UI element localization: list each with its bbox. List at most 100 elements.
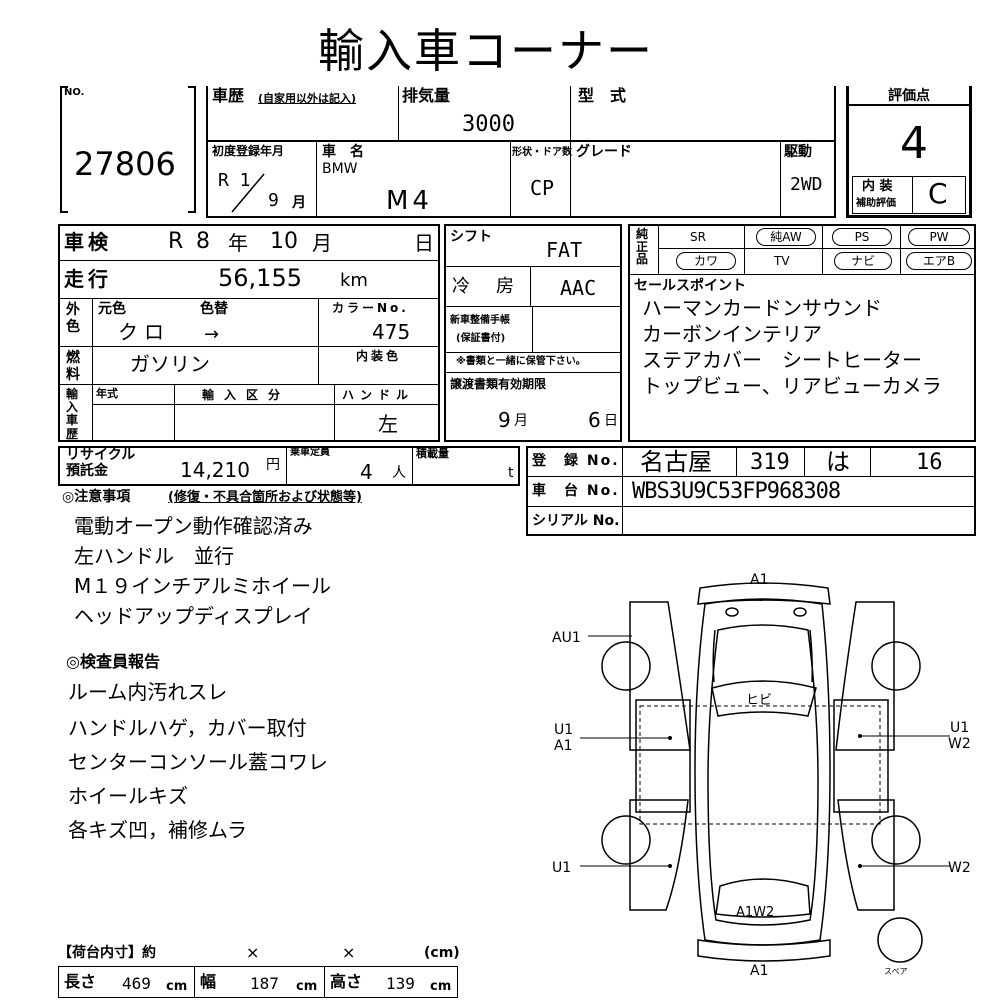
cargo-length-label: 長さ [64, 972, 97, 991]
aircon-label: 冷 房 [452, 276, 518, 297]
shift-label: シフト [450, 229, 492, 245]
transfer-day: 6 [588, 408, 601, 432]
damage-left-front: AU1 [552, 630, 581, 646]
equip-tv: TV [774, 254, 790, 268]
fuel-label: 燃料 [66, 350, 80, 383]
inspector-line: 各キズ凹，補修ムラ [68, 818, 247, 842]
damage-left-mid-2: A1 [554, 738, 572, 754]
transfer-day-unit: 日 [604, 413, 618, 429]
equipment-label: 純正品 [636, 227, 649, 267]
inspection-label: 車検 [64, 230, 112, 254]
inspection-month: 10 [270, 229, 298, 254]
recycle-row [58, 446, 520, 486]
handle-value: 左 [378, 412, 398, 436]
grade-label: グレード [576, 144, 632, 160]
cargo-label: 【荷台内寸】約 [58, 945, 156, 961]
displacement-value: 3000 [462, 112, 515, 137]
damage-right-rear: W2 [948, 860, 971, 876]
equip-alloy-wheel: 純AW [756, 228, 816, 246]
chassis-number: WBS3U9C53FP968308 [632, 479, 841, 504]
body-label: 形状・ドア数 [512, 147, 572, 158]
recycle-unit: 円 [266, 457, 280, 473]
serial-label: シリアル No. [532, 513, 620, 529]
mileage-label: 走行 [64, 267, 112, 291]
body-type: CP [530, 176, 555, 200]
inspector-label: ◎検査員報告 [66, 652, 160, 671]
shift-ac-block [444, 224, 622, 442]
color-code: 475 [372, 320, 411, 344]
notes-label-note: (修復・不具合箇所および状態等) [168, 490, 362, 505]
fuel-value: ガソリン [130, 352, 210, 376]
drive-label: 駆動 [784, 144, 812, 160]
equip-sr: SR [690, 230, 706, 244]
inspector-line: センターコンソール蓋コワレ [68, 750, 328, 774]
score-label: 評価点 [888, 88, 930, 104]
slash-divider [231, 173, 265, 213]
registration-label: 登 録 No. [532, 453, 620, 469]
equip-airbag: エアB [906, 252, 972, 270]
damage-left-rear: U1 [552, 860, 571, 876]
damage-windshield: ヒビ [746, 693, 772, 708]
inspector-line: ハンドルハゲ，カバー取付 [68, 716, 307, 740]
registration-area: 名古屋 [640, 448, 712, 476]
ext-color-label: 外色 [66, 302, 80, 335]
equip-power-steering: PS [832, 228, 892, 246]
cargo-x1: × [246, 943, 260, 962]
cargo-length: 469 [122, 974, 151, 993]
page-title: 輸入車コーナー [318, 24, 654, 78]
note-line: 左ハンドル 並行 [74, 544, 234, 568]
equipment-block [628, 224, 976, 442]
inspector-line: ルーム内汚れスレ [68, 680, 228, 704]
handle-label: ハンドル [342, 388, 415, 402]
note-line: ヘッドアップディスプレイ [74, 604, 313, 628]
cargo-length-unit: cm [166, 979, 188, 994]
color-code-label: カラーNo. [332, 301, 409, 315]
equip-power-window: PW [908, 228, 970, 246]
inspector-line: ホイールキズ [68, 784, 188, 808]
interior-label: 内 装 [862, 179, 893, 194]
recycle-value: 14,210 [180, 458, 250, 482]
damage-front: A1 [750, 572, 768, 588]
car-name: M4 [386, 186, 433, 216]
inspection-month-unit: 月 [312, 231, 332, 255]
load-label: 積載量 [416, 447, 449, 460]
import-year-label: 年式 [96, 387, 118, 400]
note-line: 電動オープン動作確認済み [74, 514, 313, 538]
cargo-width-label: 幅 [200, 972, 217, 991]
capacity-value: 4 [360, 460, 373, 484]
cargo-width: 187 [250, 974, 279, 993]
sales-point-line: ハーマンカードンサウンド [642, 296, 882, 320]
recycle-label-1: リサイクル [66, 447, 136, 463]
color-arrow: → [204, 324, 220, 345]
model-label: 型 式 [578, 86, 627, 105]
lot-number: 27806 [74, 145, 176, 183]
sales-point-line: カーボンインテリア [642, 322, 822, 346]
registration-kana: は [826, 448, 850, 476]
sales-point-label: セールスポイント [634, 278, 746, 294]
history-note: (自家用以外は記入) [258, 92, 357, 105]
import-type-label: 輸入区分 [202, 388, 291, 402]
manual-note: ※書類と一緒に保管下さい。 [456, 356, 586, 367]
sales-point-line: トップビュー、リアビューカメラ [642, 374, 942, 398]
capacity-label: 乗車定員 [290, 447, 330, 458]
vehicle-header-box [206, 86, 836, 218]
orig-color: クロ [118, 320, 170, 344]
first-reg-month: 9 [268, 190, 279, 211]
import-label: 輸入車歴 [66, 387, 79, 441]
cargo-unit: (cm) [424, 945, 460, 961]
damage-rear: A1 [750, 963, 768, 979]
lot-number-box [60, 86, 196, 212]
sales-point-line: ステアカバー シートヒーター [642, 348, 922, 372]
score-value: 4 [900, 118, 928, 169]
first-reg-era: R 1 [218, 170, 251, 191]
interior-grade: C [928, 177, 948, 210]
cargo-width-unit: cm [296, 979, 318, 994]
first-reg-label: 初度登録年月 [212, 144, 285, 158]
damage-rear-panel: A1W2 [736, 905, 774, 920]
spare-tire-label: スペア [884, 967, 907, 976]
inspection-year-unit: 年 [228, 231, 248, 255]
chassis-label: 車 台 No. [532, 483, 620, 499]
mileage-unit: km [340, 270, 368, 291]
cargo-height-unit: cm [430, 979, 452, 994]
cargo-dimensions [58, 966, 458, 998]
